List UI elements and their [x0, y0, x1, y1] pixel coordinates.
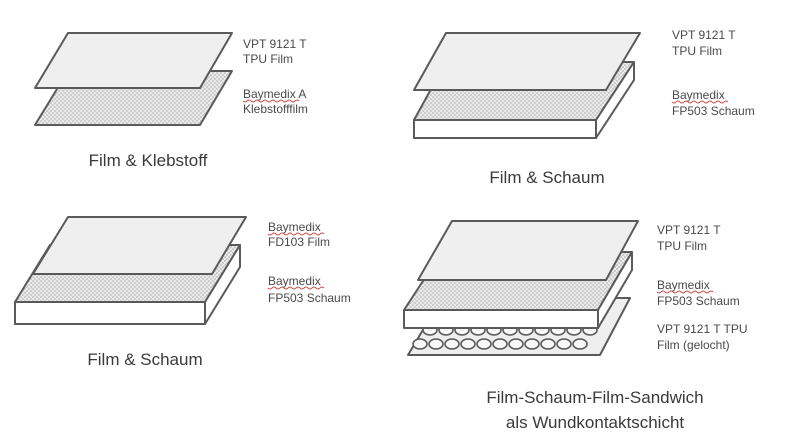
foam-layer-front [413, 119, 597, 139]
panel-sandwich: VPT 9121 T TPU Film Baymedix FP503 Schau… [403, 220, 748, 432]
perforation-hole [572, 338, 588, 350]
spellcheck-underline [671, 100, 729, 104]
perforation-hole [508, 338, 524, 350]
label-perforated-line2: Film (gelocht) [657, 338, 730, 352]
perforation-hole [556, 338, 572, 350]
perforation-hole [524, 338, 540, 350]
label-adhesive-line2: Klebstofffilm [243, 102, 308, 116]
label-film-line1: Baymedix [268, 220, 321, 234]
panel-film-klebstoff: VPT 9121 T TPU Film Baymedix A Klebstoff… [34, 32, 308, 170]
caption-film-schaum: Film & Schaum [489, 168, 604, 187]
label-tpu-film-line2: TPU Film [657, 239, 707, 253]
spellcheck-underline [242, 99, 300, 103]
label-tpu-film-line1: VPT 9121 T [243, 37, 307, 51]
label-tpu-film-line1: VPT 9121 T [672, 28, 736, 42]
label-film-line2: FD103 Film [268, 235, 330, 249]
label-tpu-film-line1: VPT 9121 T [657, 223, 721, 237]
perforation-hole [476, 338, 492, 350]
label-foam-line1: Baymedix [268, 274, 321, 288]
perforation-hole [428, 338, 444, 350]
panel-film-schaum-bottom: Baymedix FD103 Film Baymedix FP503 Schau… [14, 216, 351, 369]
label-perforated-line1: VPT 9121 T TPU [657, 322, 748, 336]
foam-layer-side [595, 61, 635, 139]
perforation-hole [460, 338, 476, 350]
spellcheck-underline [267, 286, 325, 290]
foam-layer-side [597, 251, 633, 329]
panel-film-schaum-top: VPT 9121 T TPU Film Baymedix FP503 Schau… [413, 28, 755, 187]
label-tpu-film-line2: TPU Film [243, 52, 293, 66]
label-foam-line1: Baymedix [672, 88, 725, 102]
fd103-film-layer [32, 216, 247, 275]
label-foam-line1: Baymedix [657, 278, 710, 292]
caption-film-schaum: Film & Schaum [87, 350, 202, 369]
perforation-hole [444, 338, 460, 350]
spellcheck-underline [267, 232, 325, 236]
tpu-film-layer [417, 220, 639, 281]
label-adhesive-line1: Baymedix A [243, 87, 306, 101]
foam-layer-front [403, 309, 599, 329]
label-foam-line2: FP503 Schaum [672, 104, 755, 118]
spellcheck-underline [656, 290, 714, 294]
foam-layer-front [14, 301, 206, 325]
caption-sandwich-line1: Film-Schaum-Film-Sandwich [486, 388, 703, 407]
perforation-hole [492, 338, 508, 350]
perforation-hole [540, 338, 556, 350]
perforation-hole [412, 338, 428, 350]
caption-film-klebstoff: Film & Klebstoff [89, 151, 208, 170]
label-tpu-film-line2: TPU Film [672, 44, 722, 58]
tpu-film-layer [413, 32, 641, 91]
tpu-film-layer [34, 32, 233, 89]
label-foam-line2: FP503 Schaum [657, 294, 740, 308]
label-foam-line2: FP503 Schaum [268, 291, 351, 305]
caption-sandwich-line2: als Wundkontaktschicht [506, 413, 685, 432]
foam-layer-side [204, 244, 241, 325]
